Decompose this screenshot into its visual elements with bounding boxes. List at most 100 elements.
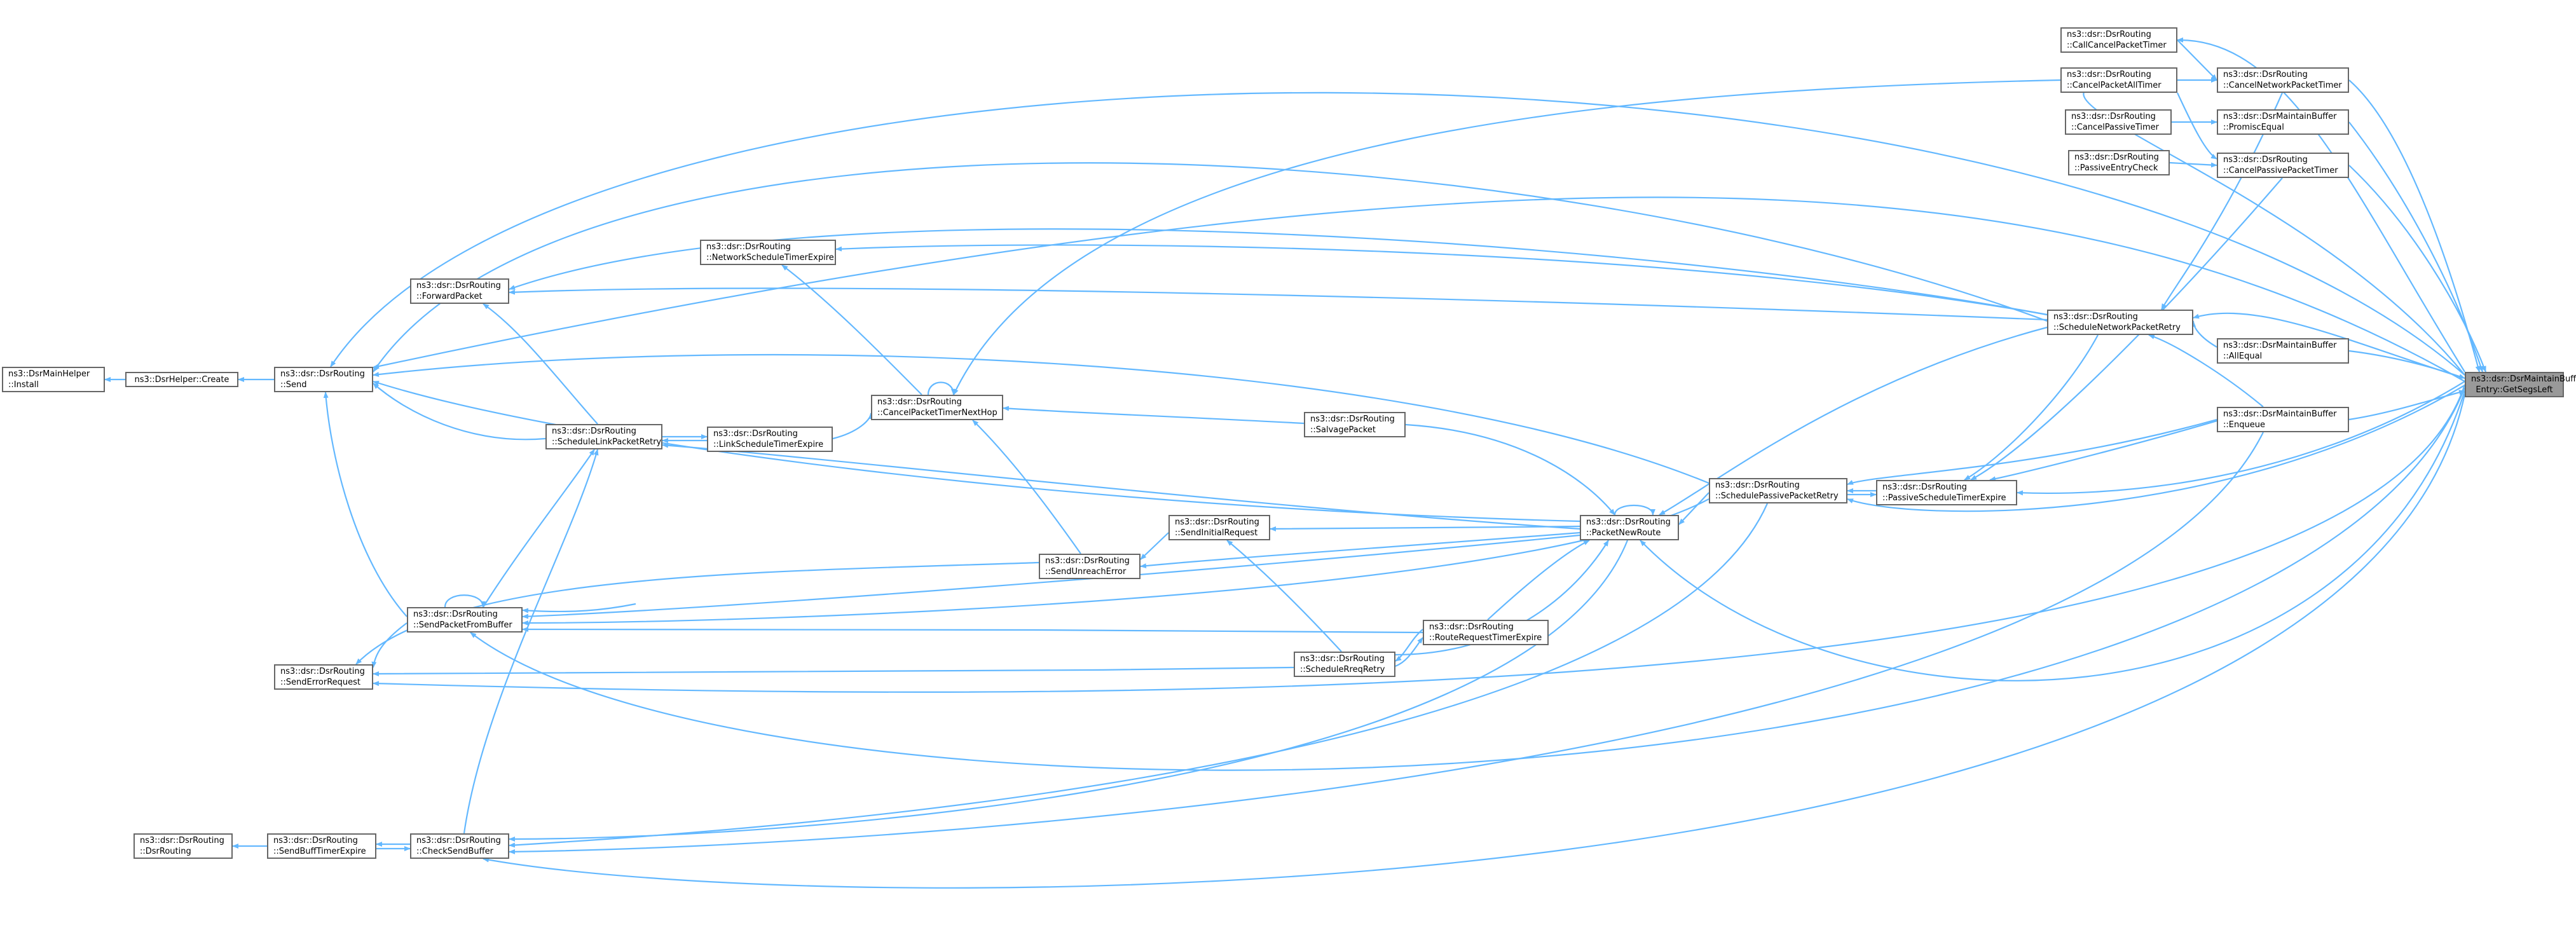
call-graph: ns3::DsrMainHelper ::Install ns3::DsrHel… [2, 27, 2576, 889]
node-cancel-network-packet-timer[interactable]: ns3::dsr::DsrRouting ::CancelNetworkPack… [2217, 67, 2349, 93]
edge-schedulerreq-routerequest [1395, 637, 1423, 667]
node-cancel-passive-timer-line2: ::CancelPassiveTimer [2071, 123, 2160, 132]
node-passive-entry-check-line1: ns3::dsr::DsrRouting [2074, 153, 2159, 162]
node-packet-new-route[interactable]: ns3::dsr::DsrRouting ::PacketNewRoute [1580, 515, 1679, 540]
node-cancel-packet-all-timer-line1: ns3::dsr::DsrRouting [2067, 70, 2151, 79]
node-salvage-packet[interactable]: ns3::dsr::DsrRouting ::SalvagePacket [1304, 412, 1406, 437]
node-helper-create-line1: ns3::DsrHelper::Create [134, 374, 230, 385]
edge-allequal-schedulenetwork [2191, 320, 2217, 348]
node-cancel-packet-timer-next-hop[interactable]: ns3::dsr::DsrRouting ::CancelPacketTimer… [871, 395, 1003, 420]
edge-passiveentrycheck-cancelpassivepackettimer [2169, 161, 2217, 168]
node-schedule-link-packet-retry[interactable]: ns3::dsr::DsrRouting ::ScheduleLinkPacke… [545, 424, 662, 449]
edge-sendpacketfrombuffer-self [444, 594, 486, 608]
node-schedule-network-packet-retry-line2: ::ScheduleNetworkPacketRetry [2053, 323, 2181, 332]
node-forward-packet-line2: ::ForwardPacket [416, 292, 483, 301]
node-dsr-routing-ctor[interactable]: ns3::dsr::DsrRouting ::DsrRouting [134, 833, 233, 859]
node-send-unreach-error-line1: ns3::dsr::DsrRouting [1045, 556, 1130, 566]
node-send-packet-from-buffer[interactable]: ns3::dsr::DsrRouting ::SendPacketFromBuf… [407, 607, 523, 633]
edge-cancelpassivepackettimer-passivescheduletimer [1970, 177, 2283, 481]
node-cancel-packet-all-timer-line2: ::CancelPacketAllTimer [2067, 81, 2162, 90]
node-cancel-packet-all-timer[interactable]: ns3::dsr::DsrRouting ::CancelPacketAllTi… [2060, 67, 2177, 93]
node-cancel-network-packet-timer-line1: ns3::dsr::DsrRouting [2223, 70, 2308, 79]
node-cancel-passive-packet-timer[interactable]: ns3::dsr::DsrRouting ::CancelPassivePack… [2217, 153, 2349, 178]
node-main-install-line2: ::Install [8, 380, 39, 390]
edge-schedulerreq-packetnewroute [1395, 540, 1609, 656]
node-get-segs-left[interactable]: ns3::dsr::DsrMaintainBuff Entry::GetSegs… [2465, 372, 2576, 397]
node-schedule-passive-packet-retry[interactable]: ns3::dsr::DsrRouting ::SchedulePassivePa… [1709, 478, 1847, 503]
node-send-buff-timer-expire-line2: ::SendBuffTimerExpire [273, 847, 366, 856]
edge-cancelpacketalltimer-cancelnexthop [953, 79, 2061, 395]
edge-promiscequal-getsegsleft [2348, 121, 2484, 373]
edge-salvagepacket-packetnewroute [1405, 423, 1615, 516]
node-cancel-packet-timer-next-hop-line2: ::CancelPacketTimerNextHop [877, 408, 997, 418]
node-send-initial-request[interactable]: ns3::dsr::DsrRouting ::SendInitialReques… [1168, 515, 1270, 540]
node-enqueue[interactable]: ns3::dsr::DsrMaintainBuffer ::Enqueue [2217, 407, 2349, 432]
node-send-initial-request-line1: ns3::dsr::DsrRouting [1175, 517, 1259, 527]
node-schedule-network-packet-retry[interactable]: ns3::dsr::DsrRouting ::ScheduleNetworkPa… [2047, 310, 2193, 335]
node-passive-schedule-timer-expire-line1: ns3::dsr::DsrRouting [1882, 482, 1967, 492]
node-link-schedule-timer-expire[interactable]: ns3::dsr::DsrRouting ::LinkScheduleTimer… [707, 427, 833, 452]
node-dsr-routing-ctor-line2: ::DsrRouting [140, 847, 191, 856]
node-network-schedule-timer-expire[interactable]: ns3::dsr::DsrRouting ::NetworkScheduleTi… [700, 240, 836, 265]
call-graph-edges [104, 37, 2487, 889]
edge-schedulelinkpacketretry-forwardpacket [483, 303, 598, 425]
node-main-install[interactable]: ns3::DsrMainHelper ::Install [2, 367, 105, 392]
edge-enqueue-checksendbuffer [509, 432, 2264, 854]
edge-enqueue-schedulepassive [1847, 418, 2217, 486]
node-forward-packet[interactable]: ns3::dsr::DsrRouting ::ForwardPacket [410, 278, 509, 304]
node-all-equal[interactable]: ns3::dsr::DsrMaintainBuffer ::AllEqual [2217, 338, 2349, 364]
node-schedule-passive-packet-retry-line2: ::SchedulePassivePacketRetry [1715, 491, 1839, 501]
node-cancel-passive-packet-timer-line1: ns3::dsr::DsrRouting [2223, 155, 2308, 165]
node-send-packet-from-buffer-line1: ns3::dsr::DsrRouting [413, 610, 498, 619]
edge-cancelnetworkpackettimer-schedulenetwork [2161, 92, 2284, 310]
node-schedule-network-packet-retry-line1: ns3::dsr::DsrRouting [2053, 312, 2138, 322]
node-send-unreach-error[interactable]: ns3::dsr::DsrRouting ::SendUnreachError [1039, 554, 1141, 579]
node-check-send-buffer[interactable]: ns3::dsr::DsrRouting ::CheckSendBuffer [410, 833, 509, 859]
node-passive-entry-check[interactable]: ns3::dsr::DsrRouting ::PassiveEntryCheck [2068, 150, 2170, 175]
edge-enqueue-schedulenetwork [2148, 334, 2264, 407]
node-packet-new-route-line2: ::PacketNewRoute [1586, 528, 1661, 538]
node-call-cancel-packet-timer[interactable]: ns3::dsr::DsrRouting ::CallCancelPacketT… [2060, 27, 2177, 53]
node-schedule-passive-packet-retry-line1: ns3::dsr::DsrRouting [1715, 481, 1800, 490]
edge-getsegsleft-senderrorrequest [373, 384, 2466, 693]
edge-getsegsleft-sendpacketfrombuffer [470, 387, 2466, 771]
edge-schedulepassive-packetnewroute [1678, 492, 1709, 525]
edge-getsegsleft-callcancelpackettimer [2177, 37, 2465, 373]
node-send-buff-timer-expire[interactable]: ns3::dsr::DsrRouting ::SendBuffTimerExpi… [267, 833, 376, 859]
edge-schedulepassive-checksendbuffer [509, 503, 1769, 848]
node-network-schedule-timer-expire-line1: ns3::dsr::DsrRouting [706, 242, 791, 252]
node-promisc-equal[interactable]: ns3::dsr::DsrMaintainBuffer ::PromiscEqu… [2217, 109, 2349, 135]
edge-schedulepassivepacketretry-send [373, 353, 1709, 484]
node-schedule-link-packet-retry-line1: ns3::dsr::DsrRouting [552, 427, 636, 436]
node-call-cancel-packet-timer-line1: ns3::dsr::DsrRouting [2067, 30, 2151, 39]
node-check-send-buffer-line2: ::CheckSendBuffer [416, 847, 493, 856]
node-send-error-request-line2: ::SendErrorRequest [280, 678, 360, 687]
node-enqueue-line1: ns3::dsr::DsrMaintainBuffer [2223, 409, 2337, 419]
node-passive-entry-check-line2: ::PassiveEntryCheck [2074, 163, 2158, 173]
node-send-error-request[interactable]: ns3::dsr::DsrRouting ::SendErrorRequest [274, 664, 373, 690]
node-cancel-passive-timer-line1: ns3::dsr::DsrRouting [2071, 112, 2156, 121]
node-passive-schedule-timer-expire[interactable]: ns3::dsr::DsrRouting ::PassiveScheduleTi… [1876, 480, 2017, 505]
node-packet-new-route-line1: ns3::dsr::DsrRouting [1586, 517, 1671, 527]
node-cancel-passive-packet-timer-line2: ::CancelPassivePacketTimer [2223, 166, 2338, 175]
node-route-request-timer-expire-line2: ::RouteRequestTimerExpire [1429, 633, 1542, 643]
edge-routerequest-packetnewroute [1487, 540, 1590, 620]
edge-getsegsleft-packetnewroute [1640, 390, 2466, 681]
edge-schedulelinkpacketretry-send [373, 383, 546, 441]
node-send-unreach-error-line2: ::SendUnreachError [1045, 567, 1127, 577]
node-network-schedule-timer-expire-line2: ::NetworkScheduleTimerExpire [706, 253, 834, 263]
node-link-schedule-timer-expire-line2: ::LinkScheduleTimerExpire [713, 440, 824, 449]
node-helper-create[interactable]: ns3::DsrHelper::Create [125, 372, 238, 387]
edge-schedulenetworkpacketretry-send [373, 162, 2048, 373]
node-route-request-timer-expire[interactable]: ns3::dsr::DsrRouting ::RouteRequestTimer… [1423, 620, 1549, 645]
node-schedule-rreq-retry[interactable]: ns3::dsr::DsrRouting ::ScheduleRreqRetry [1294, 652, 1395, 677]
node-send[interactable]: ns3::dsr::DsrRouting ::Send [274, 367, 373, 392]
node-salvage-packet-line1: ns3::dsr::DsrRouting [1310, 414, 1395, 424]
node-all-equal-line1: ns3::dsr::DsrMaintainBuffer [2223, 341, 2337, 350]
node-cancel-passive-timer[interactable]: ns3::dsr::DsrRouting ::CancelPassiveTime… [2065, 109, 2172, 135]
node-forward-packet-line1: ns3::dsr::DsrRouting [416, 281, 501, 291]
edge-schedulenetwork-passivescheduletimer [1964, 334, 2099, 481]
edge-cancelnexthop-self [927, 381, 956, 395]
edge-routerequest-schedulerreq [1395, 629, 1423, 662]
node-dsr-routing-ctor-line1: ns3::dsr::DsrRouting [140, 836, 224, 845]
